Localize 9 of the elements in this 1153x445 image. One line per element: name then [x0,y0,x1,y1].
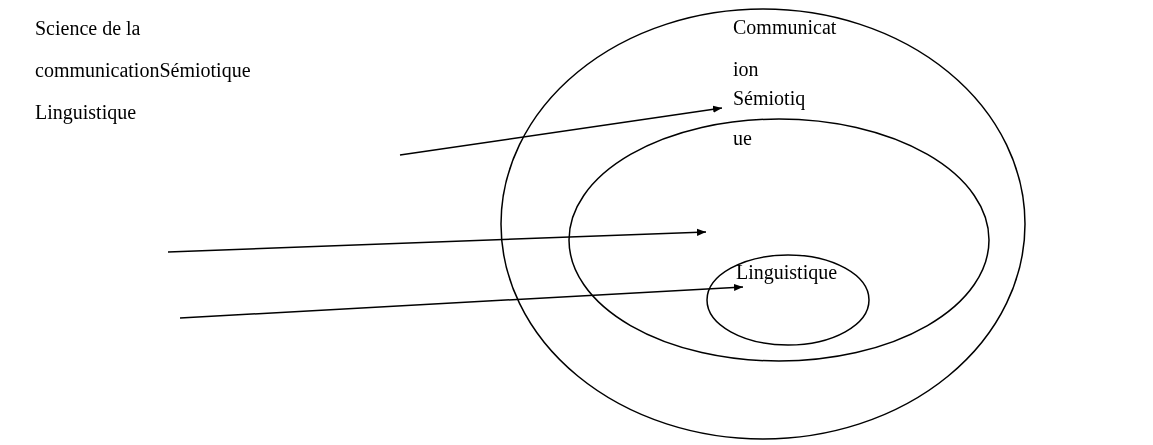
node-label: Communication [733,15,837,82]
ellipse-shape [500,8,1026,440]
node-label: Linguistique [736,260,839,286]
arrow [179,283,744,319]
arrow [399,105,723,156]
ellipse-shape [706,254,870,346]
node-label: Sémiotique [733,86,807,151]
text-paragraph: Science de la communicationSémiotique Linguistique [35,16,252,126]
arrow [167,228,707,253]
